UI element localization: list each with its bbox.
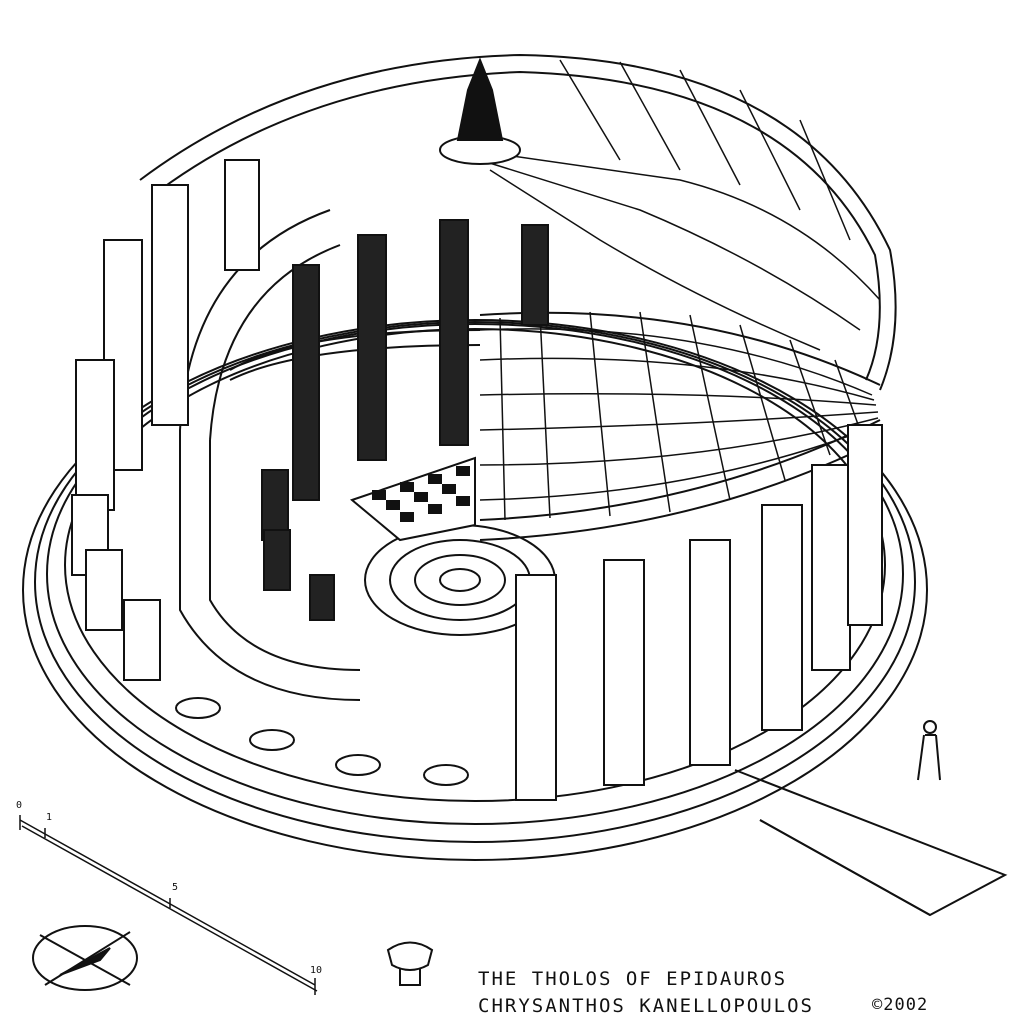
interior-columns (261, 219, 549, 621)
drawing-author: CHRYSANTHOS KANELLOPOULOS (478, 995, 814, 1017)
corinthian-capital-icon (386, 941, 434, 986)
scale-tick-1: 1 (46, 812, 53, 823)
stepped-base (22, 319, 928, 861)
checkered-floor (349, 456, 476, 542)
roof-cornice (139, 53, 897, 541)
cella-wall (179, 209, 481, 701)
exterior-columns (71, 159, 883, 801)
column-drums (175, 697, 469, 786)
scale-tick-10: 10 (310, 965, 323, 976)
scale-bar (19, 815, 318, 995)
roof-tiles (469, 59, 881, 521)
roof-finial-statue-icon (439, 57, 521, 165)
north-arrow-icon (32, 925, 138, 991)
scale-tick-5: 5 (172, 882, 179, 893)
human-figure-scale-icon (917, 720, 941, 781)
entrance-ramp (734, 769, 1008, 917)
copyright-notice: ©2002 (872, 995, 929, 1015)
scale-tick-0: 0 (16, 800, 23, 811)
drawing-title: THE THOLOS OF EPIDAUROS (478, 968, 788, 990)
